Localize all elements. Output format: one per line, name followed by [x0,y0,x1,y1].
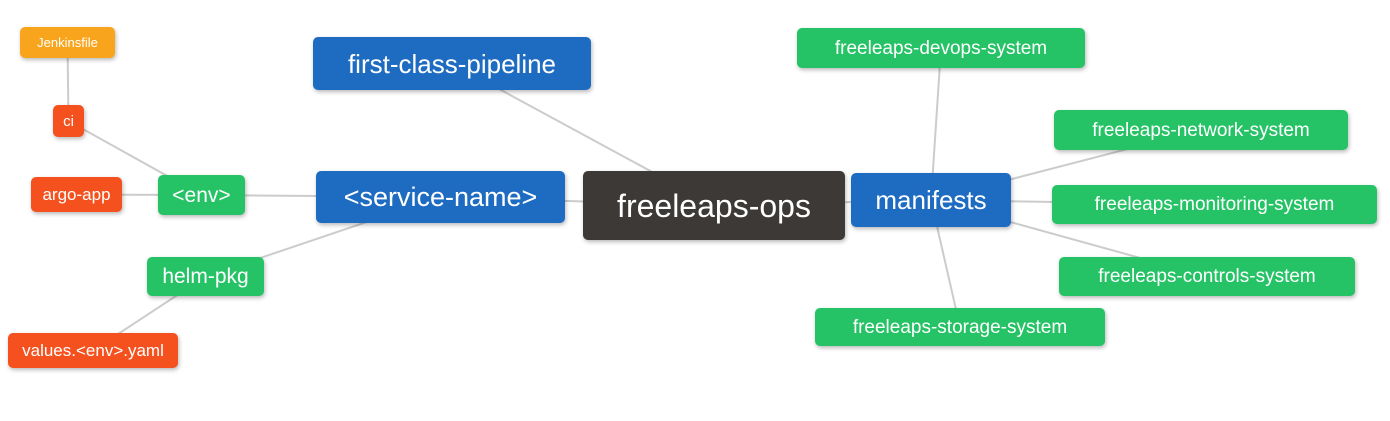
node-values-env-yaml[interactable]: values.<env>.yaml [8,333,178,368]
node-freeleaps-network-system[interactable]: freeleaps-network-system [1054,110,1348,150]
node-argo-app[interactable]: argo-app [31,177,122,212]
node-freeleaps-devops-system[interactable]: freeleaps-devops-system [797,28,1085,68]
node-freeleaps-storage-system[interactable]: freeleaps-storage-system [815,308,1105,346]
node-jenkinsfile[interactable]: Jenkinsfile [20,27,115,58]
node-service-name[interactable]: <service-name> [316,171,565,223]
node-helm-pkg[interactable]: helm-pkg [147,257,264,296]
node-manifests[interactable]: manifests [851,173,1011,227]
node-freeleaps-ops-root[interactable]: freeleaps-ops [583,171,845,240]
node-first-class-pipeline[interactable]: first-class-pipeline [313,37,591,90]
node-env[interactable]: <env> [158,175,245,215]
node-freeleaps-controls-system[interactable]: freeleaps-controls-system [1059,257,1355,296]
node-ci[interactable]: ci [53,105,84,137]
node-freeleaps-monitoring-system[interactable]: freeleaps-monitoring-system [1052,185,1377,224]
